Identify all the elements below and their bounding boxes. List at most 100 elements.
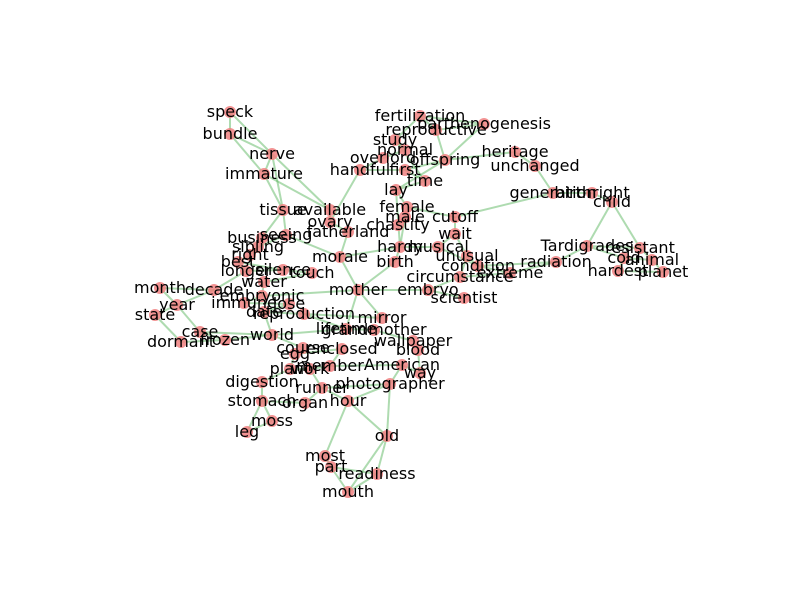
- node-hour: [342, 395, 354, 407]
- node-label-best: best: [221, 252, 256, 271]
- edge-cutoff-female: [406, 206, 456, 218]
- node-wait: [449, 228, 461, 240]
- node-label-birth: birth: [376, 252, 414, 271]
- node-label-ovary: ovary: [307, 212, 352, 231]
- node-handful: [354, 164, 366, 176]
- node-most: [319, 450, 331, 462]
- node-parthenogenesis: [478, 118, 490, 130]
- node-label-hardy: hardy: [377, 237, 423, 256]
- edge-morale-hardy: [339, 246, 401, 258]
- node-label-animal: animal: [625, 250, 679, 269]
- node-decade: [208, 284, 220, 296]
- node-chastity: [392, 219, 404, 231]
- node-label-mouth: mouth: [322, 482, 374, 501]
- edge-best-silence: [237, 261, 284, 271]
- node-morale: [334, 251, 346, 263]
- node-label-handful: handful: [330, 160, 390, 179]
- node-label-grandmother: grandmother: [321, 320, 426, 339]
- node-label-radiation: radiation: [520, 252, 591, 271]
- node-label-leg: leg: [235, 422, 259, 441]
- node-mirror: [376, 312, 388, 324]
- node-part: [325, 461, 337, 473]
- node-american: [396, 359, 408, 371]
- node-speck: [224, 106, 236, 118]
- node-longer: [240, 265, 252, 277]
- edge-member-american: [329, 364, 403, 367]
- node-state: [149, 309, 161, 321]
- node-resistant: [634, 242, 646, 254]
- edge-stomach-organ: [261, 400, 306, 404]
- node-label-generation: generation: [509, 183, 596, 202]
- edge-grandmother-wallpaper: [373, 329, 414, 342]
- edge-date-reproduction: [263, 311, 305, 315]
- node-enclosed: [336, 343, 348, 355]
- node-label-scientist: scientist: [431, 288, 498, 307]
- node-label-study: study: [373, 130, 417, 149]
- node-label-organ: organ: [282, 393, 328, 412]
- node-unusual: [461, 250, 473, 262]
- node-label-lose: lose: [273, 294, 305, 313]
- edge-old-mouth: [347, 435, 388, 493]
- edge-decade-longer: [213, 270, 247, 291]
- edge-tardigrades-resistant: [586, 245, 641, 249]
- node-study: [389, 134, 401, 146]
- node-label-chastity: chastity: [366, 215, 430, 234]
- node-musical: [432, 241, 444, 253]
- node-label-time: time: [407, 171, 443, 190]
- node-label-photographer: photographer: [335, 374, 445, 393]
- edge-hour-old: [347, 400, 388, 437]
- node-blood: [412, 344, 424, 356]
- node-label-bundle: bundle: [203, 124, 258, 143]
- node-label-condition: condition: [441, 256, 515, 275]
- edge-circumstance-extreme: [459, 272, 511, 278]
- edge-bundle-immature: [229, 133, 265, 175]
- node-label-work: work: [291, 359, 330, 378]
- node-frozen: [219, 334, 231, 346]
- node-fatherland: [342, 226, 354, 238]
- node-label-lifetime: lifetime: [316, 319, 377, 338]
- edge-parthenogenesis-offspring: [444, 123, 485, 161]
- node-ovary: [324, 216, 336, 228]
- node-case: [194, 326, 206, 338]
- node-label-speck: speck: [207, 102, 254, 121]
- node-planet: [657, 266, 669, 278]
- node-radiation: [550, 256, 562, 268]
- edge-nerve-available: [271, 153, 331, 211]
- node-label-way: way: [404, 363, 436, 382]
- node-label-heritage: heritage: [481, 142, 548, 161]
- node-year: [171, 299, 183, 311]
- node-label-sibling: sibling: [232, 237, 284, 256]
- node-label-reproductive: reproductive: [385, 120, 486, 139]
- edge-radiation-condition: [477, 261, 557, 267]
- edge-case-world: [199, 331, 273, 336]
- node-photographer: [384, 378, 396, 390]
- node-label-morale: morale: [312, 247, 368, 266]
- node-label-frozen: frozen: [200, 330, 250, 349]
- node-label-male: male: [385, 207, 425, 226]
- edge-runner-photographer: [321, 383, 391, 389]
- node-water: [258, 276, 270, 288]
- node-label-decade: decade: [185, 280, 244, 299]
- node-label-state: state: [135, 305, 176, 324]
- node-runner: [316, 382, 328, 394]
- edge-nerve-tissue: [271, 153, 284, 211]
- edge-child-resistant: [611, 201, 641, 249]
- node-birth: [389, 256, 401, 268]
- node-business: [256, 232, 268, 244]
- node-label-year: year: [159, 295, 195, 314]
- node-label-circumstance: circumstance: [406, 267, 513, 286]
- node-label-month: month: [134, 278, 186, 297]
- node-heritage: [509, 146, 521, 158]
- node-label-normal: normal: [377, 140, 433, 159]
- node-female: [401, 201, 413, 213]
- node-best: [232, 256, 244, 268]
- edge-birth-mother: [357, 261, 396, 291]
- node-label-cold: cold: [607, 248, 640, 267]
- edge-hardest-planet: [617, 270, 664, 273]
- node-available: [324, 204, 336, 216]
- node-label-silence: silence: [255, 260, 311, 279]
- node-normal: [399, 144, 411, 156]
- node-time: [419, 175, 431, 187]
- edge-generation-cutoff: [454, 192, 554, 218]
- edge-mother-lifetime: [345, 289, 359, 330]
